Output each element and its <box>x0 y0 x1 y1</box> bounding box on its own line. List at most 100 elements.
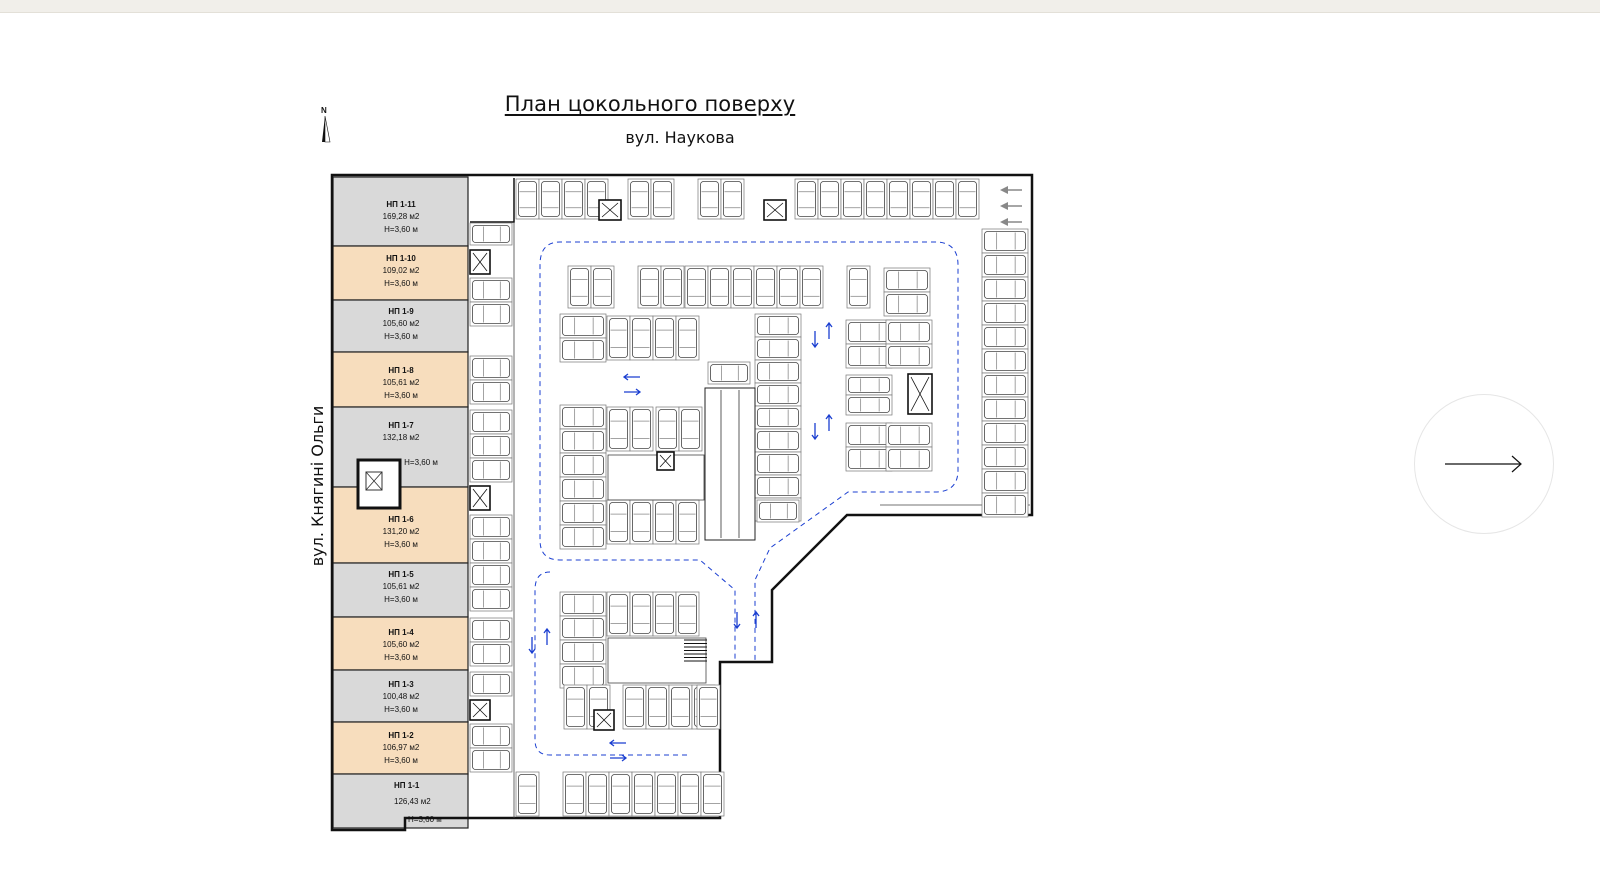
parking-space <box>469 514 513 540</box>
car-body <box>634 774 653 814</box>
car-body <box>472 436 510 456</box>
parking-space <box>981 492 1029 518</box>
car-body <box>609 318 628 358</box>
car-body <box>848 322 890 342</box>
car-body <box>888 449 930 469</box>
next-slide-button[interactable] <box>1414 394 1554 534</box>
stair-core-cross <box>365 471 383 491</box>
car-body <box>848 397 890 413</box>
car-body <box>472 460 510 480</box>
car-body <box>658 409 677 449</box>
car-body <box>655 502 674 542</box>
parking-space <box>754 359 802 384</box>
car-body <box>699 687 718 727</box>
car-body <box>472 644 510 664</box>
parking-space <box>559 500 607 526</box>
parking-space <box>845 446 893 472</box>
parking-space <box>469 747 513 773</box>
direction-arrow-icon <box>608 739 626 747</box>
direction-sign-icon <box>1000 218 1008 226</box>
parking-space <box>637 265 662 309</box>
direction-arrow-icon <box>811 331 819 349</box>
car-body <box>562 455 604 475</box>
car-body <box>565 774 584 814</box>
direction-arrow-icon <box>610 754 628 762</box>
parking-space <box>981 420 1029 446</box>
parking-space <box>754 405 802 430</box>
plan-title: План цокольного поверху <box>504 92 796 116</box>
parking-space <box>817 178 842 220</box>
car-body <box>757 339 799 358</box>
parking-space <box>559 337 607 363</box>
parking-space <box>981 348 1029 374</box>
floor-plan <box>330 173 1034 832</box>
elevator-cross <box>659 454 672 468</box>
parking-space <box>981 444 1029 470</box>
parking-space <box>883 267 931 293</box>
parking-space <box>754 451 802 476</box>
parking-space <box>652 591 677 637</box>
parking-space <box>696 684 721 730</box>
commercial-unit <box>332 245 469 301</box>
parking-space <box>799 265 824 309</box>
commercial-unit <box>332 669 469 723</box>
parking-space <box>559 639 607 665</box>
parking-space <box>561 178 586 220</box>
parking-space <box>606 499 631 545</box>
car-body <box>757 316 799 335</box>
car-body <box>886 270 928 290</box>
car-body <box>472 517 510 537</box>
car-body <box>609 409 628 449</box>
car-body <box>472 589 510 609</box>
car-body <box>848 346 890 366</box>
direction-arrow-icon <box>624 388 642 396</box>
parking-space <box>606 591 631 637</box>
car-body <box>562 666 604 686</box>
car-body <box>655 318 674 358</box>
parking-space <box>606 315 631 361</box>
parking-space <box>559 615 607 641</box>
car-body <box>609 502 628 542</box>
car-body <box>541 181 560 217</box>
car-body <box>757 408 799 427</box>
stairs-and-elevators-layer <box>356 186 1022 731</box>
outer-wall <box>330 173 1034 832</box>
car-body <box>984 279 1026 299</box>
parking-space <box>845 422 893 448</box>
parking-space <box>932 178 957 220</box>
parking-space <box>538 178 563 220</box>
parking-space <box>883 291 931 317</box>
car-body <box>562 340 604 360</box>
parking-space <box>469 277 513 303</box>
core-block <box>607 454 705 501</box>
parking-space <box>515 178 540 220</box>
parking-space <box>654 771 679 817</box>
car-body <box>843 181 862 217</box>
car-body <box>564 181 583 217</box>
parking-space <box>754 336 802 361</box>
car-body <box>472 750 510 770</box>
parking-space <box>469 641 513 667</box>
parking-space <box>730 265 755 309</box>
parking-space <box>590 265 615 309</box>
parking-space <box>559 476 607 502</box>
car-body <box>593 268 612 306</box>
car-body <box>472 225 510 243</box>
parking-space <box>845 319 893 345</box>
parking-space <box>631 771 656 817</box>
car-body <box>700 181 719 217</box>
car-body <box>779 268 798 306</box>
car-body <box>632 502 651 542</box>
parking-space <box>754 428 802 453</box>
car-body <box>472 304 510 324</box>
parking-space <box>559 452 607 478</box>
parking-space <box>794 178 819 220</box>
parking-space <box>469 562 513 588</box>
parking-space <box>981 372 1029 398</box>
